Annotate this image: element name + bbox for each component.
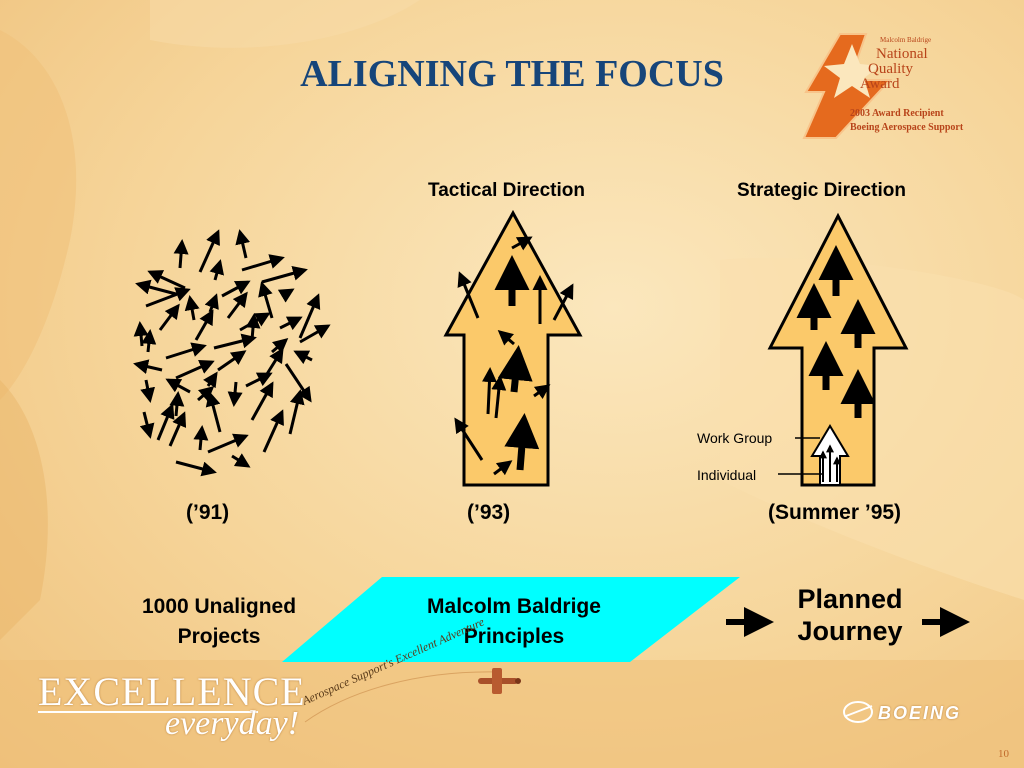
scattered-arrows: [133, 229, 331, 477]
year-91-label: (’91): [186, 501, 230, 524]
excellence-logo-text: EXCELLENCE: [38, 669, 306, 714]
star-icon: [802, 33, 893, 139]
tactical-direction-label: Tactical Direction: [428, 180, 585, 201]
award-line4: Award: [860, 76, 900, 92]
tactical-inner-arrows: [454, 236, 574, 476]
strategic-inner-arrows: [796, 245, 876, 418]
individual-label: Individual: [697, 467, 757, 483]
slide-title: ALIGNING THE FOCUS: [300, 53, 724, 95]
year-93-label: (’93): [467, 501, 511, 524]
principles-line1: Malcolm Baldrige: [427, 595, 601, 618]
boeing-brand-text: BOEING: [878, 703, 962, 723]
award-line1: Malcolm Baldrige: [880, 36, 932, 44]
award-line6: Boeing Aerospace Support: [850, 122, 964, 133]
planned-line2: Journey: [797, 616, 903, 646]
baldrige-award-logo: Malcolm Baldrige National Quality Award …: [800, 30, 1000, 142]
everyday-logo-text: everyday!: [165, 705, 300, 742]
baldrige-principles-shape: [282, 577, 740, 662]
award-line2: National: [876, 46, 928, 62]
work-group-label: Work Group: [697, 430, 773, 446]
baldrige-principles-label: Malcolm Baldrige Principles: [404, 592, 624, 652]
unaligned-line2: Projects: [177, 625, 261, 648]
award-line5: 2003 Award Recipient: [850, 108, 944, 119]
page-number: 10: [998, 748, 1009, 760]
strategic-direction-label: Strategic Direction: [737, 180, 906, 201]
unaligned-projects-label: 1000 Unaligned Projects: [118, 592, 320, 652]
planned-journey-label: Planned Journey: [778, 583, 922, 647]
year-95-label: (Summer ’95): [768, 501, 902, 524]
individual-arrows: [819, 444, 841, 482]
award-line3: Quality: [868, 61, 913, 77]
planned-line1: Planned: [797, 584, 903, 614]
unaligned-line1: 1000 Unaligned: [141, 595, 297, 618]
principles-line2: Principles: [463, 625, 565, 648]
